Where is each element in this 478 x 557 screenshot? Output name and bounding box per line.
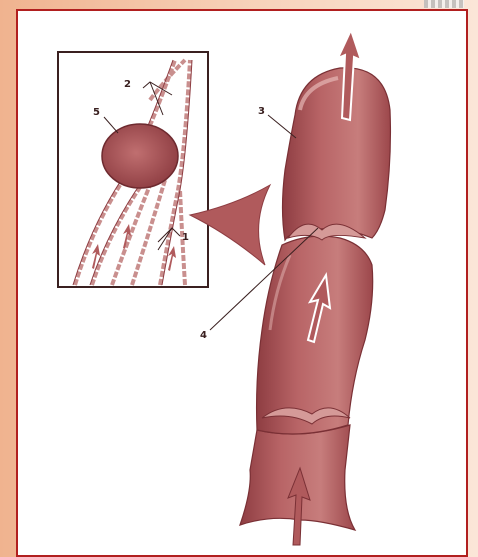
label-1: 1 bbox=[182, 232, 189, 243]
label-4: 4 bbox=[200, 330, 207, 341]
vessel-segment-upper bbox=[283, 68, 391, 240]
label-5: 5 bbox=[93, 107, 100, 118]
label-2: 2 bbox=[124, 79, 131, 90]
lymph-node bbox=[102, 124, 178, 188]
label-3: 3 bbox=[258, 106, 265, 117]
inset-panel: 2 5 1 bbox=[58, 52, 208, 287]
